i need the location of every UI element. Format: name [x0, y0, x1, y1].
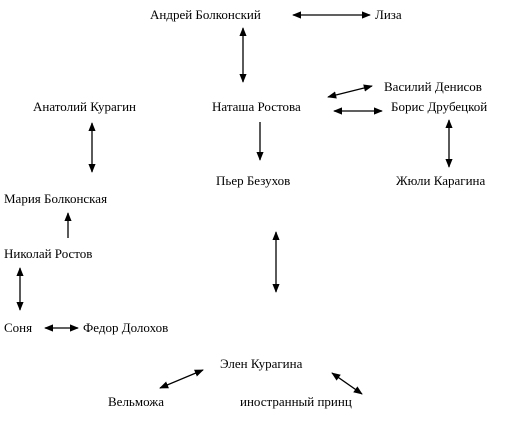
node-julie-karagina: Жюли Карагина: [396, 173, 486, 188]
node-foreign-prince: иностранный принц: [240, 394, 352, 409]
arrow-helene-prince: [331, 372, 363, 395]
node-vasily-denisov: Василий Денисов: [384, 79, 482, 94]
node-sonya: Соня: [4, 320, 33, 335]
node-andrei-bolkonsky: Андрей Болконский: [150, 7, 261, 22]
node-helene-kuragina: Элен Курагина: [220, 356, 303, 371]
node-natasha-rostova: Наташа Ростова: [212, 99, 301, 114]
node-liza: Лиза: [375, 7, 402, 22]
node-pierre-bezukhov: Пьер Безухов: [216, 173, 291, 188]
node-maria-bolkonskaya: Мария Болконская: [4, 191, 108, 206]
node-nikolai-rostov: Николай Ростов: [4, 246, 93, 261]
arrow-helene-velmozha: [159, 369, 204, 389]
node-anatoly-kuragin: Анатолий Курагин: [33, 99, 136, 114]
node-boris-drubetskoy: Борис Друбецкой: [391, 99, 488, 114]
node-fedor-dolokhov: Федор Долохов: [83, 320, 169, 335]
arrow-natasha-vasily: [327, 84, 373, 99]
node-velmozha: Вельможа: [108, 394, 165, 409]
